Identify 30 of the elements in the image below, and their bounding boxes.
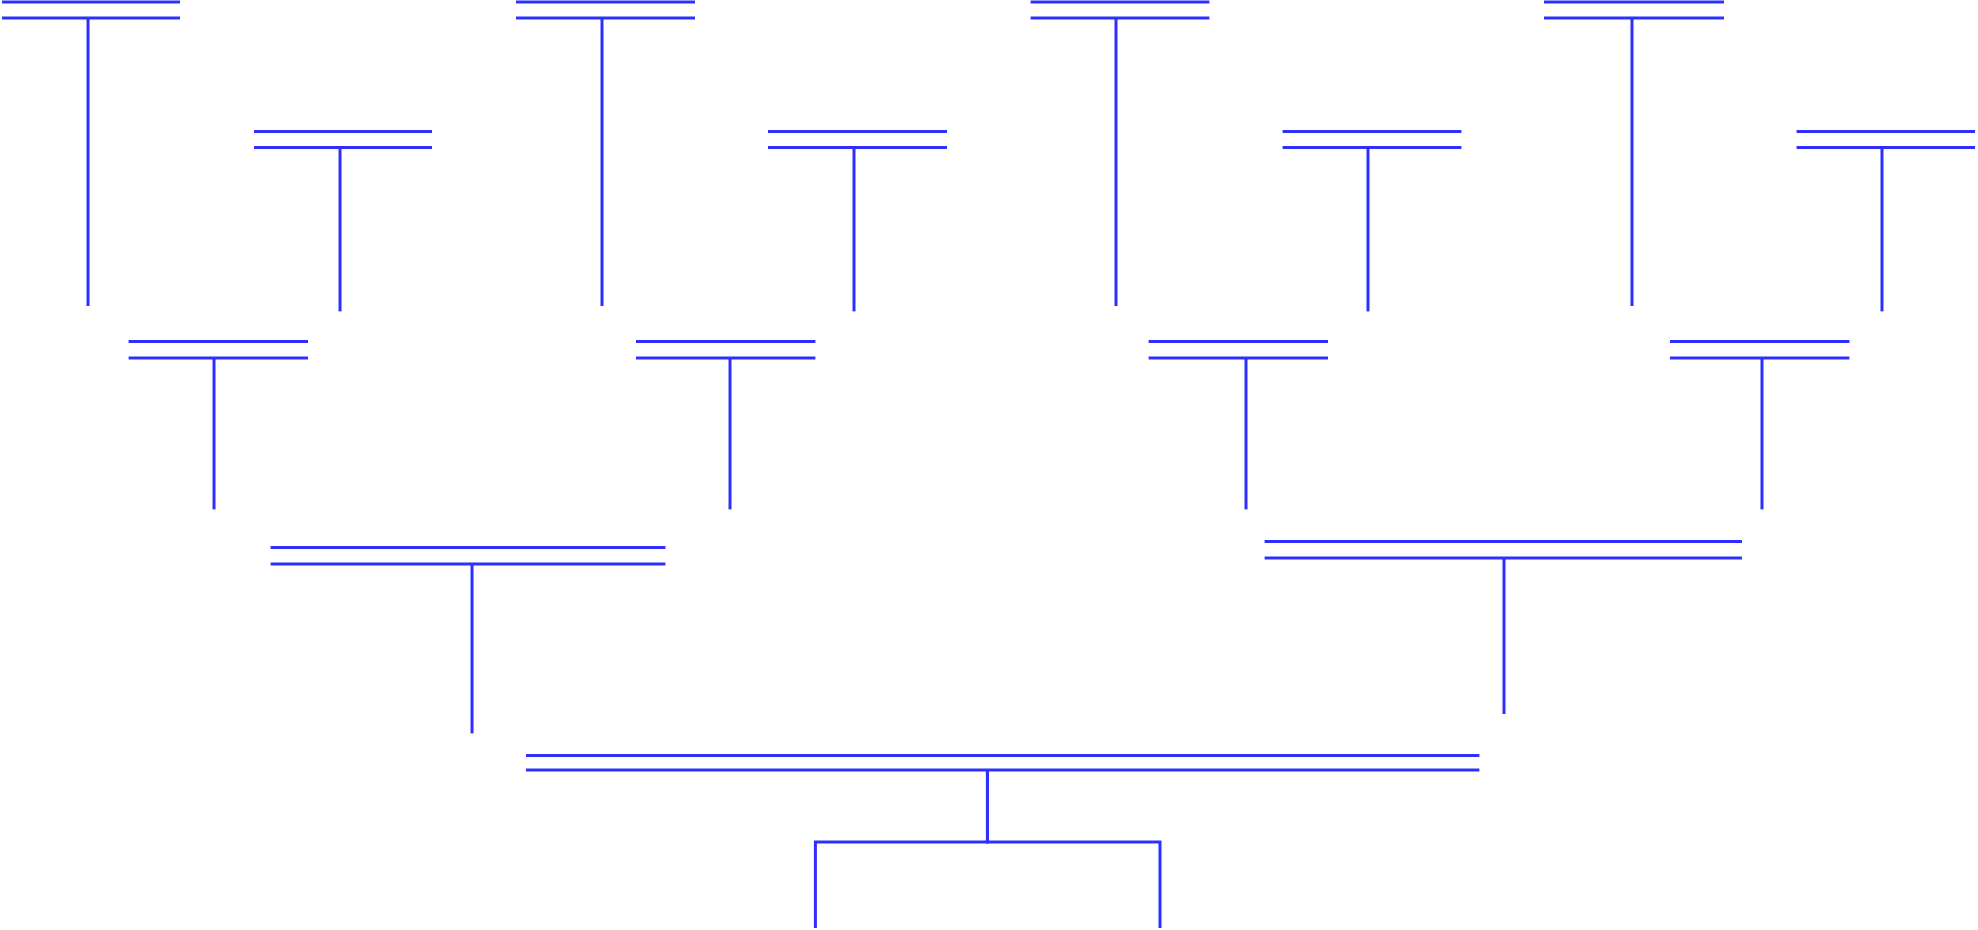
double-line	[634, 339, 817, 360]
connector-line	[338, 147, 342, 312]
connector-line	[985, 770, 1162, 928]
double-line	[766, 129, 949, 149]
connector-line	[212, 358, 216, 510]
connector-line	[1366, 147, 1370, 312]
connector-line	[1244, 358, 1248, 510]
double-line	[1795, 129, 1977, 149]
double-line	[1263, 539, 1744, 560]
double-line	[1029, 0, 1211, 20]
double-line	[1281, 129, 1463, 149]
double-line	[252, 129, 434, 149]
double-line	[514, 0, 697, 20]
double-line	[0, 0, 182, 20]
connector-line	[1114, 18, 1118, 306]
double-line	[524, 753, 1481, 772]
connector-line	[1760, 358, 1764, 510]
connector-line	[728, 358, 732, 510]
double-line	[269, 545, 667, 566]
connector-line	[470, 564, 474, 734]
double-line	[1668, 339, 1851, 360]
connector-line	[852, 147, 856, 312]
double-line	[1147, 339, 1330, 360]
double-line	[1542, 0, 1726, 20]
connector-line	[86, 18, 90, 306]
double-line	[127, 339, 310, 360]
connector-line	[1502, 558, 1506, 714]
connector-line	[1630, 18, 1634, 306]
connector-line	[1880, 147, 1884, 312]
connector-line	[600, 18, 604, 306]
